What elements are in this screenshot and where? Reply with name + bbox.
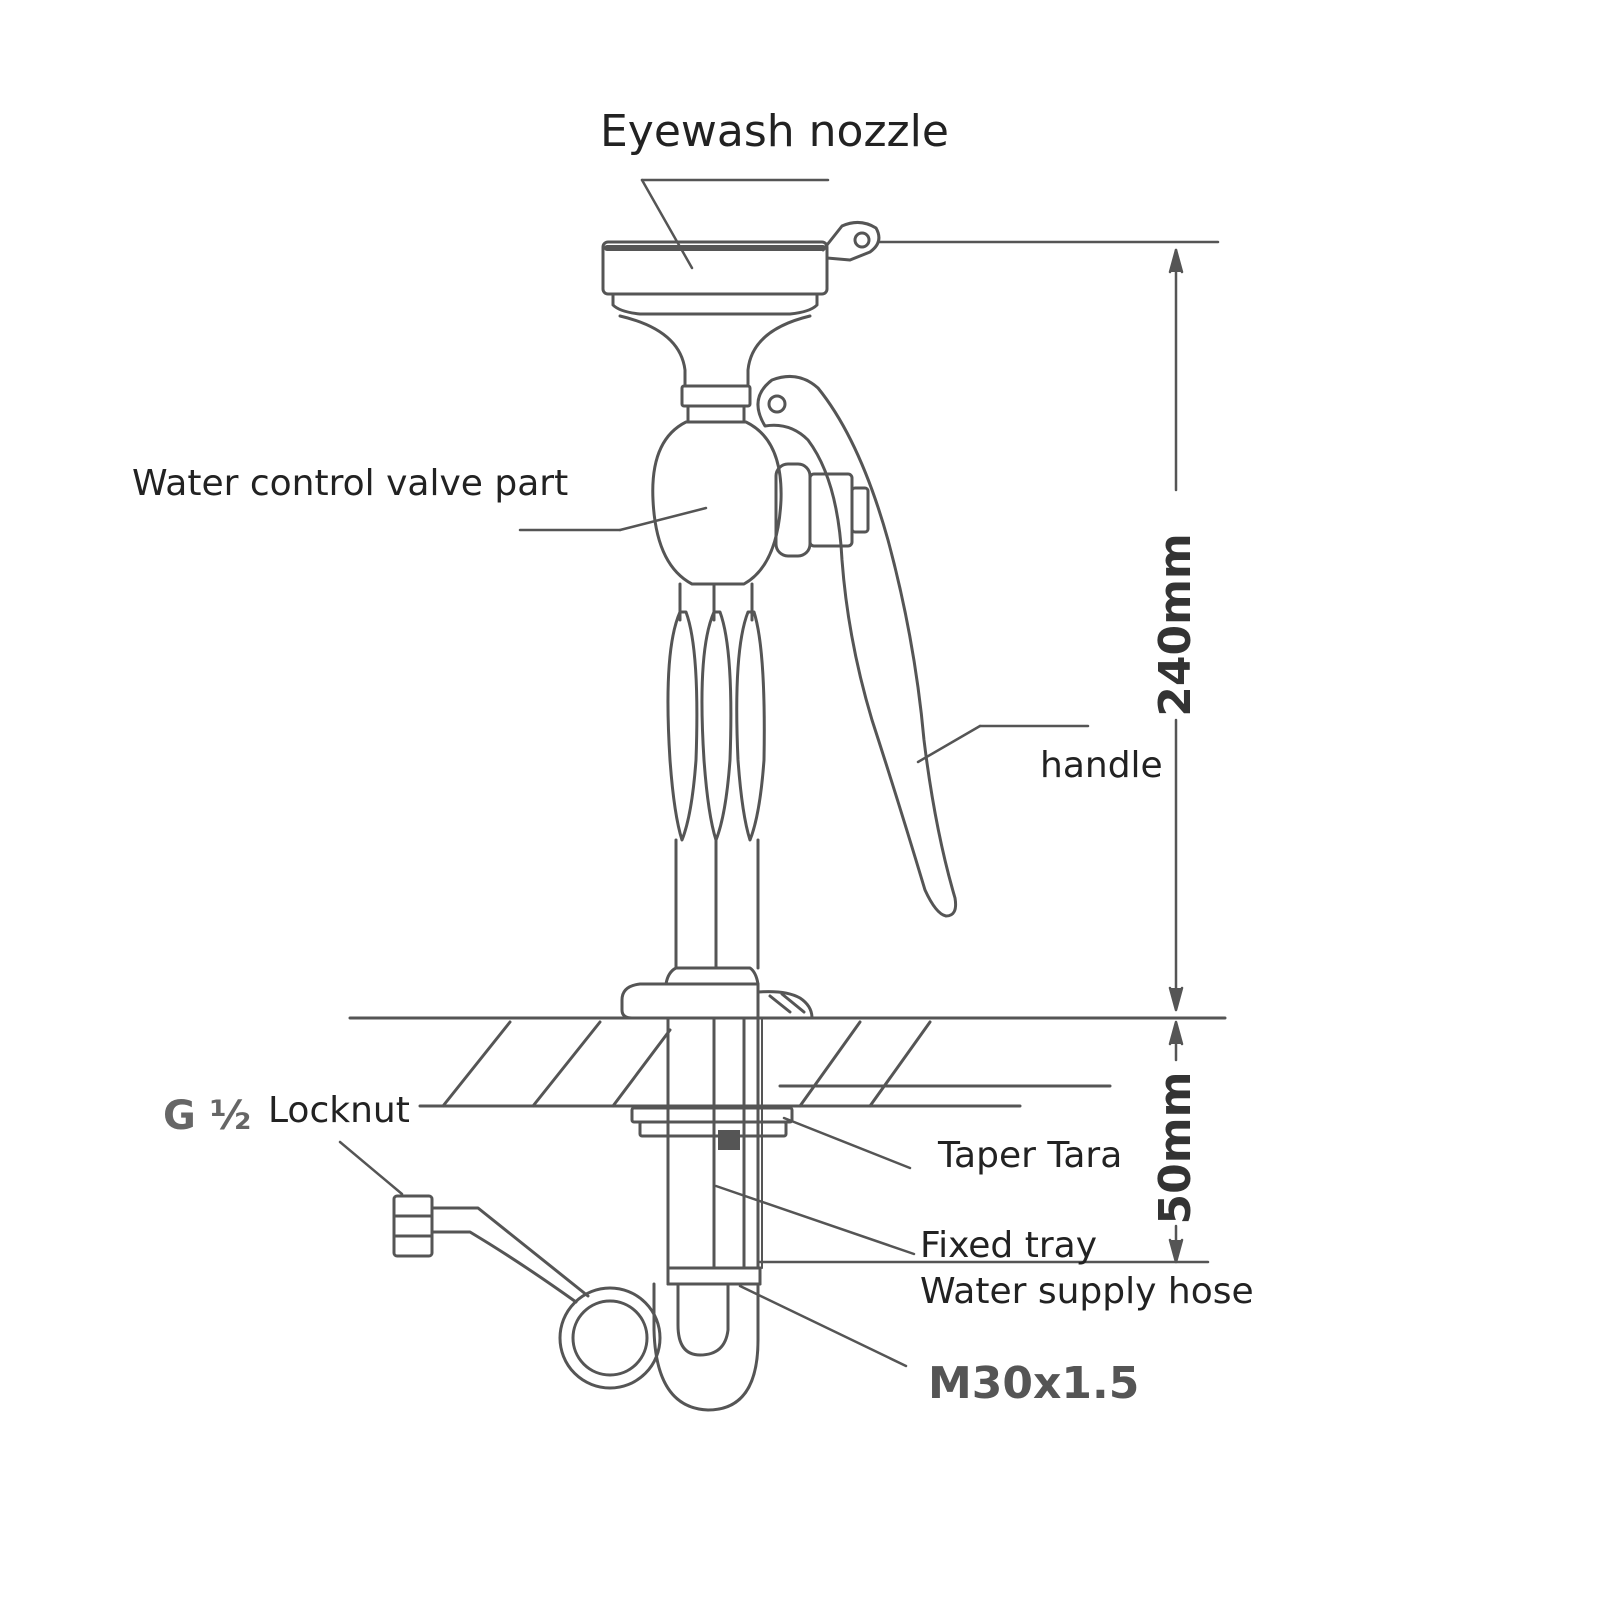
base-flange (620, 966, 814, 1020)
under-counter-assembly (630, 1016, 794, 1286)
label-water-supply-hose: Water supply hose (920, 1271, 1254, 1312)
label-g-half: G ½ (163, 1093, 252, 1139)
label-taper-tara: Taper Tara (938, 1135, 1123, 1176)
leader-lines (338, 178, 1090, 1368)
label-water-control-valve: Water control valve part (132, 463, 569, 504)
label-fixed-tray: Fixed tray (920, 1225, 1098, 1266)
label-eyewash-nozzle: Eyewash nozzle (600, 106, 949, 157)
countertop (348, 1016, 1227, 1108)
label-thread-spec: M30x1.5 (928, 1358, 1140, 1409)
water-supply-hose (392, 1194, 760, 1412)
label-locknut: Locknut (268, 1090, 410, 1131)
label-handle: handle (1040, 745, 1163, 786)
eyewash-nozzle-head (601, 221, 881, 388)
dimension-lower: 50mm (1150, 1071, 1201, 1225)
dimension-upper: 240mm (1150, 533, 1201, 717)
handle-lever (756, 374, 958, 918)
dimension-lines (758, 240, 1220, 1264)
neck-collar (680, 384, 752, 424)
stem (666, 582, 766, 970)
valve-body (651, 420, 870, 586)
